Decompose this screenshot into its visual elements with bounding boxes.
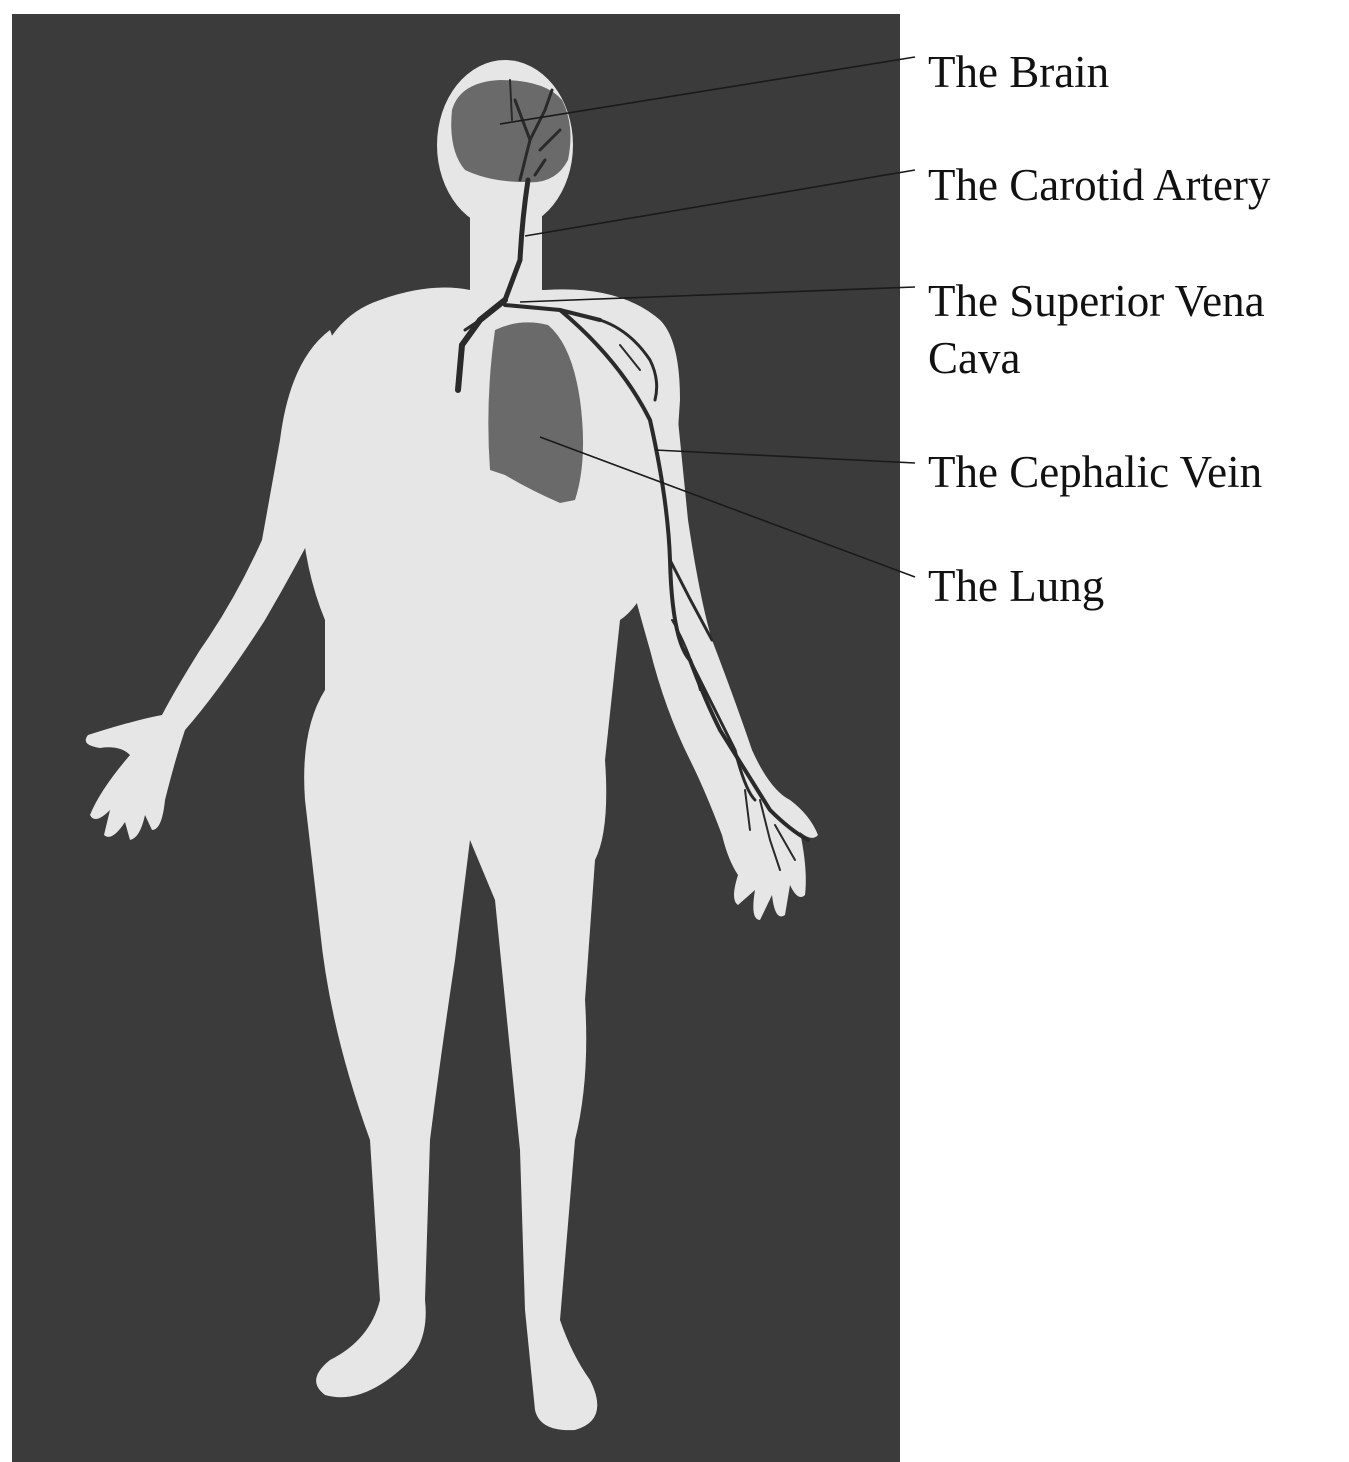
label-superior-vena-cava-line2: Cava: [928, 333, 1020, 383]
label-superior-vena-cava-line1: The Superior Vena: [928, 276, 1265, 326]
label-brain: The Brain: [928, 44, 1109, 101]
label-superior-vena-cava: The Superior Vena Cava: [928, 273, 1265, 387]
label-lung: The Lung: [928, 558, 1104, 615]
label-cephalic-vein: The Cephalic Vein: [928, 444, 1262, 501]
label-carotid-artery: The Carotid Artery: [928, 157, 1270, 214]
